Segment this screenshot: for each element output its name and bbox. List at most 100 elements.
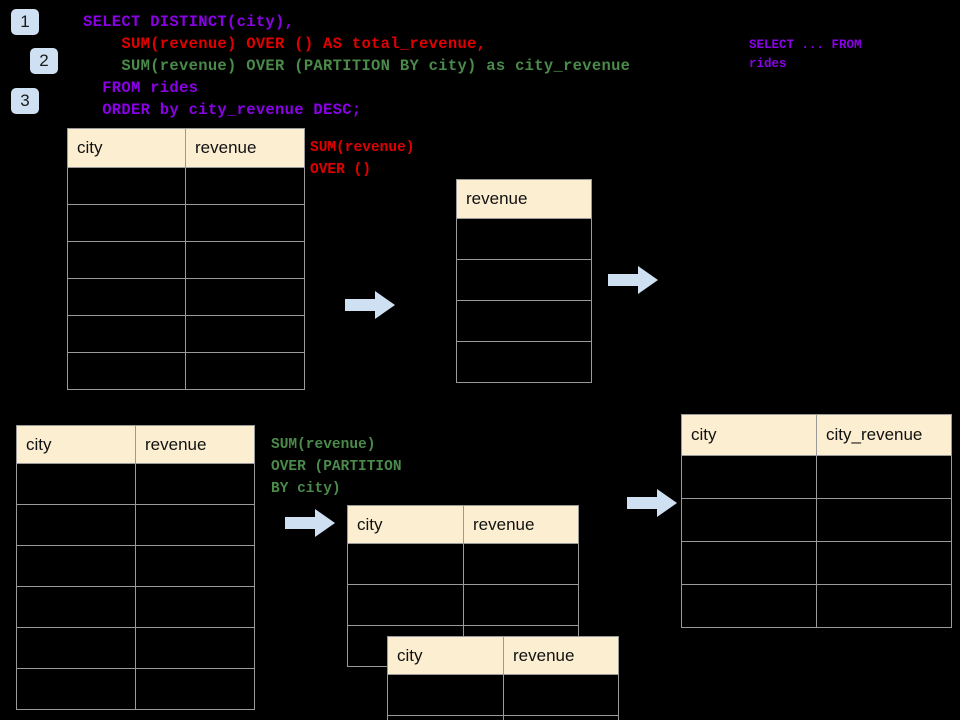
annotation-sum-over-empty: SUM(revenue) OVER ()	[310, 140, 415, 178]
step-badge-1: 1	[11, 9, 39, 35]
cell-revenue	[135, 668, 255, 710]
cell-revenue	[185, 278, 305, 316]
cell-city-revenue	[816, 498, 952, 542]
table-header-row: city revenue	[67, 128, 305, 168]
cell-city	[16, 586, 136, 628]
table-row	[67, 167, 305, 205]
arrow-source-to-partition	[285, 509, 335, 537]
column-header-revenue: revenue	[503, 636, 619, 675]
table-header-row: city revenue	[347, 505, 579, 544]
cell-revenue	[185, 204, 305, 242]
table-row	[67, 352, 305, 390]
step-badge-2: 2	[30, 48, 58, 74]
table-rides-source-top: city revenue	[67, 128, 305, 390]
cell-city	[681, 541, 817, 585]
table-row	[16, 668, 255, 710]
table-row	[347, 543, 579, 585]
cell-city	[67, 352, 186, 390]
cell-revenue	[185, 352, 305, 390]
arrow-partition-to-output	[627, 489, 677, 517]
cell-revenue	[456, 259, 592, 301]
column-header-city: city	[16, 425, 136, 464]
table-row	[456, 341, 592, 383]
table-row	[681, 455, 952, 499]
table-row	[67, 315, 305, 353]
column-header-revenue: revenue	[463, 505, 579, 544]
table-header-row: city city_revenue	[681, 414, 952, 456]
table-header-row: city revenue	[16, 425, 255, 464]
cell-city	[16, 627, 136, 669]
table-row	[347, 584, 579, 626]
table-row	[387, 674, 619, 716]
table-row	[456, 300, 592, 342]
table-row	[681, 584, 952, 628]
cell-revenue	[135, 586, 255, 628]
table-row	[67, 278, 305, 316]
cell-revenue	[503, 715, 619, 720]
sql-line-select: SELECT DISTINCT(city),	[83, 13, 295, 31]
table-header-row: city revenue	[387, 636, 619, 675]
step-badge-3: 3	[11, 88, 39, 114]
table-row	[456, 259, 592, 301]
cell-revenue	[456, 218, 592, 260]
cell-revenue	[456, 341, 592, 383]
annotation-select-from: SELECT ... FROM rides	[749, 38, 862, 71]
table-row	[16, 463, 255, 505]
cell-city	[681, 498, 817, 542]
arrow-total-to-output	[608, 266, 658, 294]
cell-city	[67, 315, 186, 353]
table-row	[67, 204, 305, 242]
annotation-sum-over-partition: SUM(revenue) OVER (PARTITION BY city)	[271, 437, 402, 497]
table-row	[16, 627, 255, 669]
column-header-city-revenue: city_revenue	[816, 414, 952, 456]
table-city-revenue-result: city city_revenue	[681, 414, 952, 628]
sql-line-from: FROM rides	[83, 79, 199, 97]
cell-city-revenue	[816, 584, 952, 628]
cell-city	[387, 674, 504, 716]
cell-city	[387, 715, 504, 720]
cell-city	[16, 668, 136, 710]
cell-revenue	[456, 300, 592, 342]
cell-revenue	[135, 504, 255, 546]
cell-revenue	[185, 241, 305, 279]
cell-revenue	[185, 167, 305, 205]
arrow-source-to-total	[345, 291, 395, 319]
table-header-row: revenue	[456, 179, 592, 219]
cell-city	[681, 584, 817, 628]
column-header-city: city	[347, 505, 464, 544]
column-header-revenue: revenue	[135, 425, 255, 464]
cell-city-revenue	[816, 541, 952, 585]
cell-revenue	[463, 584, 579, 626]
table-row	[16, 504, 255, 546]
cell-city	[16, 545, 136, 587]
cell-city	[347, 543, 464, 585]
column-header-revenue: revenue	[185, 128, 305, 168]
column-header-revenue: revenue	[456, 179, 592, 219]
table-partition-group-b: city revenue	[387, 636, 619, 720]
table-row	[681, 498, 952, 542]
table-row	[16, 586, 255, 628]
table-row	[387, 715, 619, 720]
table-rides-source-bottom: city revenue	[16, 425, 255, 710]
table-row	[456, 218, 592, 260]
cell-city	[347, 584, 464, 626]
column-header-city: city	[387, 636, 504, 675]
cell-city	[67, 204, 186, 242]
cell-city	[681, 455, 817, 499]
cell-revenue	[463, 543, 579, 585]
cell-revenue	[135, 463, 255, 505]
column-header-city: city	[67, 128, 186, 168]
table-row	[16, 545, 255, 587]
cell-city	[67, 241, 186, 279]
cell-revenue	[185, 315, 305, 353]
cell-city	[67, 278, 186, 316]
sql-line-total-revenue: SUM(revenue) OVER () AS total_revenue,	[83, 35, 487, 53]
cell-revenue	[503, 674, 619, 716]
table-row	[681, 541, 952, 585]
cell-city	[16, 463, 136, 505]
sql-line-order-by: ORDER by city_revenue DESC;	[83, 101, 362, 119]
table-total-revenue: revenue	[456, 179, 592, 383]
cell-city	[16, 504, 136, 546]
cell-city-revenue	[816, 455, 952, 499]
